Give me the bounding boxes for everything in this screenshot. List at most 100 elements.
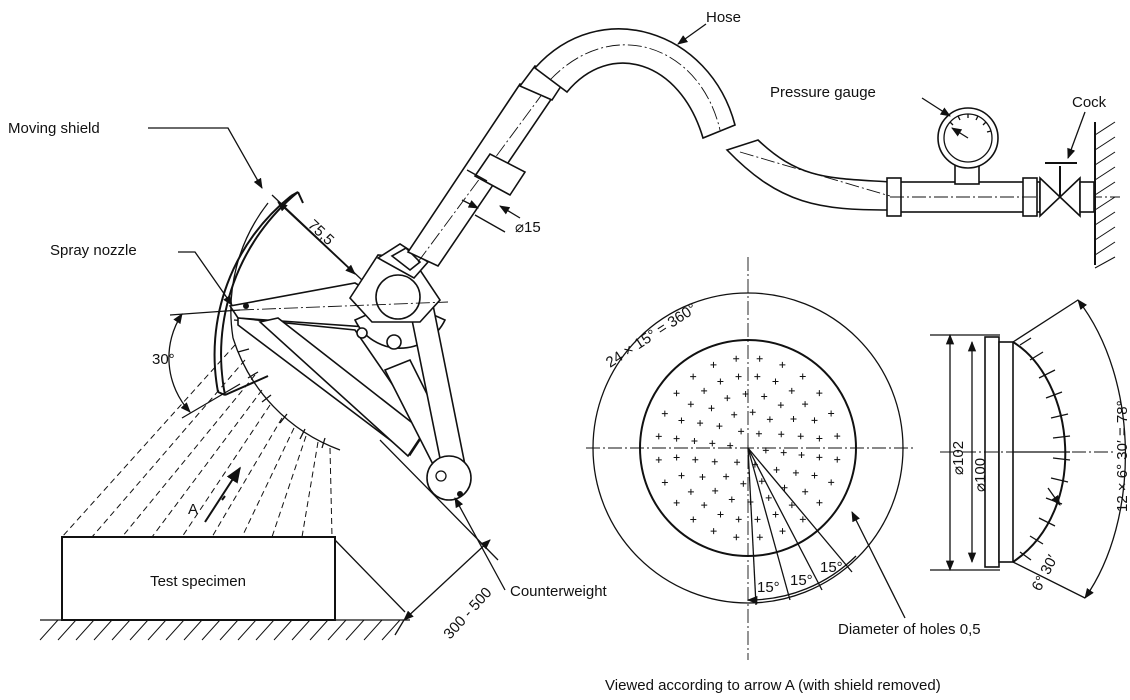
spray-hole [811,417,818,424]
pressure-gauge-label: Pressure gauge [770,84,876,101]
spray-hole [798,452,805,458]
spray-hole [773,466,780,473]
spray-hole [673,435,680,442]
distance-dimension: 300 - 500 [334,439,499,643]
spray-hole [717,378,724,385]
spray-hole [828,479,835,486]
spray-hole [734,459,741,466]
spray-hole [742,391,749,398]
spray-hole [788,502,795,509]
moving-shield-label: Moving shield [8,120,100,137]
spray-hole [735,516,742,523]
spray-hole [772,378,779,385]
hose [533,28,736,140]
spray-hole [723,473,730,480]
diameter-holes-leader [851,511,906,619]
dia-102-value: ⌀102 [950,441,967,475]
spray-hole [756,355,763,362]
test-specimen-label: Test specimen [150,573,246,590]
cock-label: Cock [1072,94,1107,111]
spray-hole [788,387,795,394]
spray-hole [735,373,742,380]
half-step-value: 6° 30′ [1029,552,1062,594]
spray-hole [708,405,715,412]
spray-hole [749,409,756,416]
spray-hole [797,433,804,440]
spray-hole [834,456,841,463]
pipe-diameter-dimension: ⌀15 [461,199,541,236]
radius-value: 75,5 [304,216,337,248]
supply-pipe [725,139,1120,218]
spray-hole [779,361,786,368]
view-arrow-a: A [188,466,241,523]
spray-hole [802,401,809,408]
pressure-gauge-leader [921,97,951,117]
spray-hole [733,534,740,541]
spray-hole [761,393,768,400]
spray-hole [738,428,745,435]
spray-hole [711,458,718,465]
step-1-value: 15° [757,579,780,596]
spray-hole [731,411,738,418]
spray-hole [772,511,779,518]
spray-hole [678,417,685,424]
pressure-gauge [937,107,999,185]
wall [1094,121,1116,269]
spray-hole [828,410,835,417]
spray-hole [755,430,762,437]
spray-hole [799,516,806,523]
spray-hole [792,469,799,476]
caption: Viewed according to arrow A (with shield… [605,677,941,694]
counterweight-label: Counterweight [510,583,608,600]
spray-hole [766,416,773,423]
spray-hole [687,488,694,495]
angle-dimension: 30° [152,309,241,419]
test-specimen-box [61,536,336,621]
spray-hole [697,420,704,427]
spray-hole [728,496,735,503]
spray-hole [712,487,719,494]
spray-hole [799,373,806,380]
spray-hole [765,494,772,501]
spray-hole [724,395,731,402]
spray-hole [690,516,697,523]
spray-hole [816,435,823,442]
spray-hole [834,433,841,440]
spray-hole [777,402,784,409]
spray-hole [655,456,662,463]
hose-leader [677,23,707,45]
spray-hole [678,472,685,479]
moving-shield-leader [148,127,263,189]
pipe-diameter-value: ⌀15 [515,219,541,236]
nozzle-pipe [406,65,567,268]
radius-dimension: 75,5 [271,194,363,281]
counterweight-leader [454,497,506,591]
spray-hole [710,528,717,535]
spray-hole [778,431,785,438]
spray-hole [740,480,747,487]
spray-hole [816,454,823,461]
spray-hole [692,456,699,463]
arrow-a-label: A [188,501,198,518]
spray-hole [687,401,694,408]
spray-hole [655,433,662,440]
spray-hole [701,387,708,394]
distance-value: 300 - 500 [440,584,495,642]
step-3-value: 15° [820,559,843,576]
spray-hole [699,474,706,481]
diameter-holes-label: Diameter of holes 0,5 [838,621,981,638]
spray-hole [733,355,740,362]
spray-hole [781,484,788,491]
spray-hole [802,488,809,495]
spray-hole [673,390,680,397]
spray-hole [762,447,769,454]
spray-hole [701,502,708,509]
spray-hole [816,390,823,397]
spray-hole [673,454,680,461]
nozzle-face-view [586,257,915,660]
spray-nozzle-label: Spray nozzle [50,242,137,259]
spray-hole [709,440,716,447]
spray-hole [816,499,823,506]
nozzle-assembly [228,202,472,501]
